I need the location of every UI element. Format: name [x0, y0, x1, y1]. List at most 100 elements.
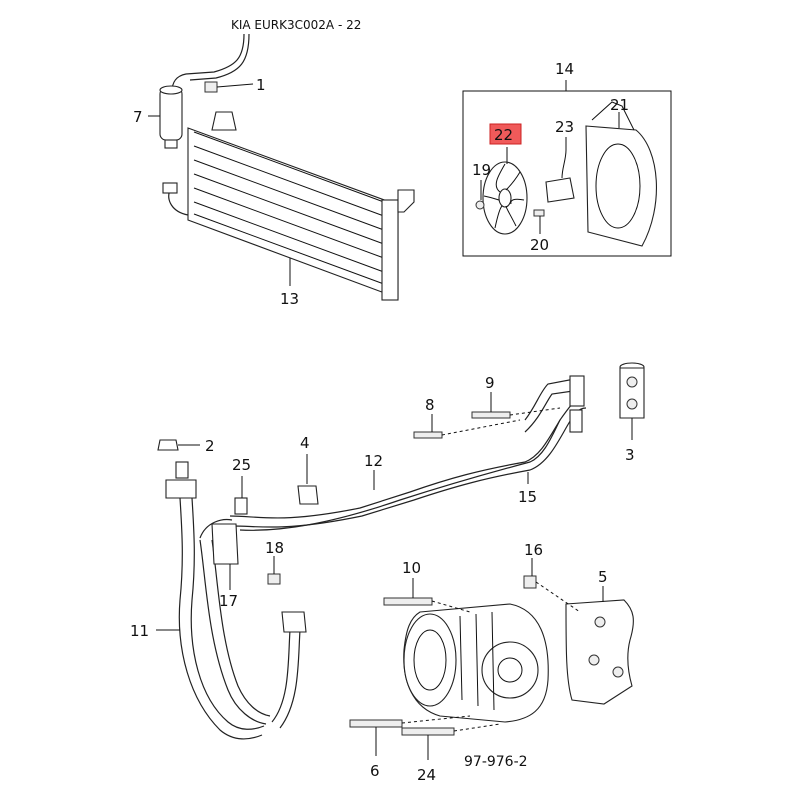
hose-fitting-top [175, 461, 189, 479]
bolt-10-axis [431, 600, 471, 613]
bolt-part-18[interactable] [267, 573, 281, 585]
discharge-hose-11[interactable] [178, 497, 263, 740]
suction-line-15[interactable] [239, 419, 561, 531]
callout-23[interactable]: 23 [555, 118, 574, 136]
condenser-core[interactable] [187, 127, 399, 299]
bolt-part-24[interactable] [401, 727, 455, 736]
callout-14[interactable]: 14 [555, 60, 574, 78]
figure-code: 97-976-2 [464, 754, 528, 770]
suction-hose [199, 539, 267, 725]
callout-8[interactable]: 8 [425, 396, 435, 414]
bracket-part-17[interactable] [211, 523, 239, 565]
bracket-hole-1 [594, 616, 606, 628]
fan-shroud-top [591, 101, 635, 131]
fan-shroud-opening [595, 143, 641, 229]
fan-blade-lines [483, 163, 525, 229]
cooling-fan-group [462, 80, 672, 257]
expansion-valve-port-top [626, 376, 638, 388]
compressor-clutch [403, 613, 457, 707]
compressor-bracket-group [523, 558, 634, 705]
bolt-16-axis [535, 581, 581, 613]
diagram-reference: KIA EURK3C002A - 22 [231, 18, 361, 32]
suction-hose-outline [211, 539, 271, 717]
screw-part-20[interactable] [533, 209, 545, 217]
callout-1[interactable]: 1 [256, 76, 266, 94]
receiver-drier[interactable] [159, 87, 183, 141]
leader-line-1 [216, 83, 254, 88]
compressor-bracket-part-5[interactable] [565, 599, 634, 705]
fan-shroud[interactable] [585, 125, 657, 247]
callout-24[interactable]: 24 [417, 766, 436, 784]
bolt-part-16[interactable] [523, 575, 537, 589]
condenser-side-tank [381, 199, 399, 301]
bolt-part-8[interactable] [413, 431, 443, 439]
compressor-ribs [459, 611, 495, 711]
cap-part-2[interactable] [157, 439, 179, 451]
line-flange-lower [569, 409, 583, 433]
bolt-part-1[interactable] [204, 81, 218, 93]
compressor-rear-cover-inner [497, 657, 523, 683]
bracket-hole-3 [612, 666, 624, 678]
callout-4[interactable]: 4 [300, 434, 310, 452]
bolt-part-9[interactable] [471, 411, 511, 419]
fan-hub [498, 188, 512, 208]
fan-motor-wire [561, 149, 567, 179]
callout-22[interactable]: 22 [494, 126, 513, 144]
bolt-part-10[interactable] [383, 597, 433, 606]
condenser-fins [193, 131, 393, 288]
callout-6[interactable]: 6 [370, 762, 380, 780]
liquid-line-12[interactable] [229, 397, 583, 519]
service-valve-part-25[interactable] [234, 497, 248, 515]
callout-16[interactable]: 16 [524, 541, 543, 559]
callout-15[interactable]: 15 [518, 488, 537, 506]
hose-rear [271, 629, 291, 723]
expansion-valve-body[interactable] [619, 367, 645, 419]
callout-13[interactable]: 13 [280, 290, 299, 308]
receiver-inlet-pipe-outline [189, 33, 250, 81]
line-flange [569, 375, 585, 407]
callout-3[interactable]: 3 [625, 446, 635, 464]
callout-20[interactable]: 20 [530, 236, 549, 254]
callout-7[interactable]: 7 [133, 108, 143, 126]
callout-9[interactable]: 9 [485, 374, 495, 392]
compressor-clutch-inner [413, 629, 447, 691]
receiver-inlet-pipe [171, 33, 245, 93]
condenser-assembly [148, 33, 415, 301]
callout-12[interactable]: 12 [364, 452, 383, 470]
bolt-9-axis [509, 407, 561, 416]
hose-bend [199, 518, 233, 539]
clip-part-4[interactable] [297, 485, 319, 505]
callout-11[interactable]: 11 [130, 622, 149, 640]
liquid-line-12-outline [231, 407, 587, 528]
hose-assembly [156, 439, 307, 740]
bolt-24-axis [453, 723, 501, 732]
callout-10[interactable]: 10 [402, 559, 421, 577]
receiver-drier-cap [159, 85, 183, 95]
line-end-upper [524, 377, 581, 421]
bolt-6-axis [401, 715, 471, 724]
hose-rear-outline [279, 629, 301, 729]
condenser-outlet-pipe [168, 189, 189, 216]
condenser-top-bracket [211, 111, 237, 131]
callout-25[interactable]: 25 [232, 456, 251, 474]
discharge-hose-11-outline [190, 497, 265, 730]
callout-19[interactable]: 19 [472, 161, 491, 179]
bolt-part-6[interactable] [349, 719, 403, 728]
bolt-8-axis [441, 419, 521, 436]
fan-motor[interactable] [545, 177, 575, 203]
hose-rear-fitting [281, 611, 307, 633]
expansion-valve-port-bottom [626, 398, 638, 410]
callout-21[interactable]: 21 [610, 96, 629, 114]
compressor-rear-cover [481, 641, 539, 699]
callout-5[interactable]: 5 [598, 568, 608, 586]
callout-2[interactable]: 2 [205, 437, 215, 455]
line-end-upper-outline [524, 389, 581, 433]
callout-17[interactable]: 17 [219, 592, 238, 610]
condenser-outlet-fitting [162, 182, 178, 194]
nut-part-19[interactable] [475, 200, 485, 210]
expansion-valve [619, 362, 645, 440]
callout-18[interactable]: 18 [265, 539, 284, 557]
callout-22-highlight [489, 123, 522, 145]
